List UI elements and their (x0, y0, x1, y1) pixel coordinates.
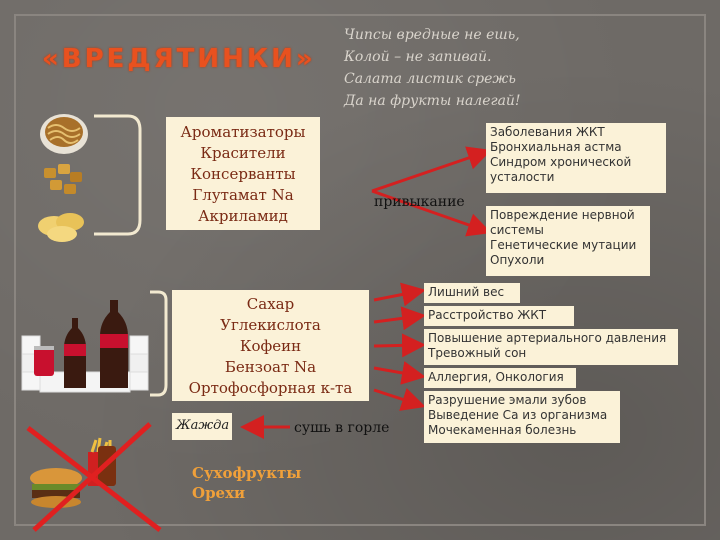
dry-throat-label: сушь в горле (294, 420, 390, 436)
list-item: Красители (200, 144, 286, 162)
list-item: Аллергия, Онкология (428, 370, 564, 384)
slide-title: «ВРЕДЯТИНКИ» (42, 44, 316, 74)
poem: Чипсы вредные не ешь, Колой – не запивай… (344, 24, 521, 112)
poem-line: Салата листик срежь (344, 71, 516, 87)
cross-line (26, 426, 162, 532)
list-item: Кофеин (239, 337, 302, 355)
soda-ingredients-box: Сахар Углекислота Кофеин Бензоат Na Орто… (172, 290, 369, 401)
cross-line (32, 422, 152, 532)
list-item: Синдром хронической усталости (490, 155, 632, 184)
list-item: Сахар (246, 295, 295, 313)
list-item: Ортофосфорная к-та (188, 379, 353, 397)
arrow (371, 146, 492, 193)
list-item: Сухофрукты (192, 464, 302, 482)
list-item: Бронхиальная астма (490, 140, 622, 154)
list-item: Орехи (192, 484, 246, 502)
list-item: Тревожный сон (428, 346, 527, 360)
list-item: Генетические мутации (490, 238, 637, 252)
effects-box-1: Заболевания ЖКТ Бронхиальная астма Синдр… (486, 123, 666, 193)
cola-bottle-icon (100, 300, 128, 388)
arrow (373, 388, 426, 411)
croutons-icon (44, 164, 82, 194)
alternatives: Сухофрукты Орехи (192, 463, 301, 503)
list-item: Лишний вес (428, 285, 505, 299)
poem-line: Да на фрукты налегай! (344, 93, 521, 109)
poem-line: Чипсы вредные не ешь, (344, 27, 520, 43)
effect-item: Лишний вес (424, 283, 520, 303)
list-item: Глутамат Na (192, 186, 294, 204)
effect-item: Повышение артериального давления Тревожн… (424, 329, 678, 365)
list-item: Повреждение нервной системы (490, 208, 635, 237)
list-item: Мочекаменная болезнь (428, 423, 577, 437)
thirst-box: Жажда (172, 413, 232, 440)
list-item: Акриламид (198, 207, 288, 225)
list-item: Разрушение эмали зубов (428, 393, 587, 407)
arrow (373, 361, 426, 385)
arrow (373, 333, 426, 358)
list-item: Консерванты (190, 165, 296, 183)
effect-item: Аллергия, Онкология (424, 368, 576, 388)
effect-item: Разрушение эмали зубов Выведение Са из о… (424, 391, 620, 443)
chips-icon (38, 213, 84, 242)
list-item: Бензоат Na (224, 358, 317, 376)
list-item: Повышение артериального давления (428, 331, 667, 345)
list-item: Заболевания ЖКТ (490, 125, 605, 139)
cola-bottle-icon (64, 318, 86, 388)
bracket-2 (150, 290, 168, 397)
effects-box-2: Повреждение нервной системы Генетические… (486, 206, 650, 276)
slide-frame (14, 14, 706, 526)
addiction-label: привыкание (374, 194, 465, 210)
list-item: Ароматизаторы (180, 123, 306, 141)
poem-line: Колой – не запивай. (344, 49, 492, 65)
list-item: Расстройство ЖКТ (428, 308, 547, 322)
arrow (371, 189, 492, 237)
cola-can-icon (34, 346, 54, 376)
noodle-bowl-icon (40, 114, 88, 154)
arrow (373, 306, 426, 331)
list-item: Углекислота (220, 316, 321, 334)
additives-box: Ароматизаторы Красители Консерванты Глут… (166, 117, 320, 230)
effect-item: Расстройство ЖКТ (424, 306, 574, 326)
arrow (373, 282, 426, 307)
bracket-1 (94, 114, 142, 236)
list-item: Опухоли (490, 253, 545, 267)
list-item: Выведение Са из организма (428, 408, 608, 422)
